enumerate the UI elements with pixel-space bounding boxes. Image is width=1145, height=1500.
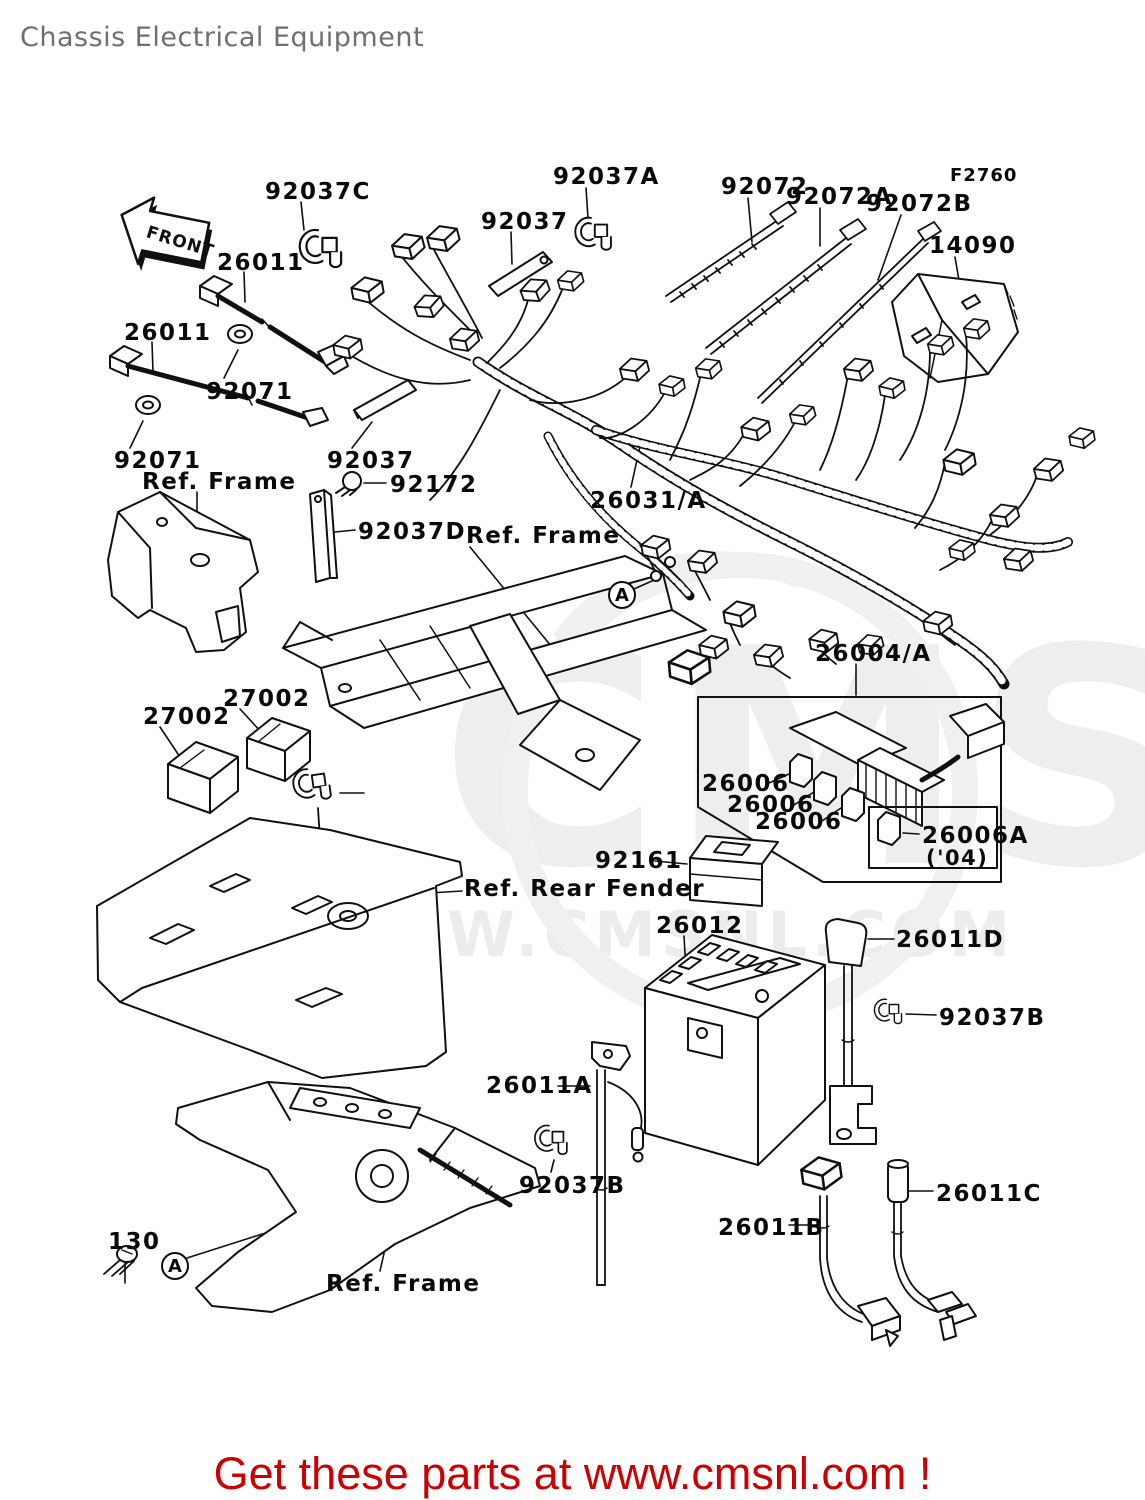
vent-hose-26011D-art <box>824 918 877 1145</box>
cable-ties-art <box>665 201 942 404</box>
part-label-92037d: 92037D <box>358 519 467 545</box>
detail-marker-a: A <box>608 581 636 609</box>
part-label-92037: 92037 <box>327 448 415 474</box>
part-label-26006: 26006 <box>727 792 815 818</box>
rear-fender-art <box>96 817 463 1079</box>
part-label-refframe: Ref. Frame <box>142 469 297 495</box>
part-label-26012: 26012 <box>656 913 744 939</box>
part-label-92161: 92161 <box>595 848 683 874</box>
part-label-92037a: 92037A <box>553 164 660 190</box>
main-harness-art <box>331 220 1097 690</box>
relay-27002-art <box>167 717 311 814</box>
part-label-26006: 26006 <box>755 809 843 835</box>
part-label-27002: 27002 <box>223 686 311 712</box>
part-label-f2760: F2760 <box>950 165 1018 186</box>
battery-lead-26011A-art <box>591 1041 644 1286</box>
part-label-refframe: Ref. Frame <box>326 1271 481 1297</box>
lead-26011B-art <box>798 1153 901 1347</box>
part-label-92072b: 92072B <box>866 191 973 217</box>
plate-92037-art <box>353 251 553 421</box>
front-arrow: FRONT <box>120 196 217 272</box>
part-label-130: 130 <box>108 1229 161 1255</box>
part-label-26011a: 26011A <box>486 1073 593 1099</box>
part-label-26011d: 26011D <box>896 927 1005 953</box>
bolt-92172-art <box>335 471 362 497</box>
part-label-92072a: 92072A <box>786 184 893 210</box>
part-label-26011c: 26011C <box>936 1181 1042 1207</box>
sub-harness-26011-lower-art <box>109 345 329 427</box>
part-label-92072: 92072 <box>721 174 809 200</box>
mid-frame-art <box>282 555 707 791</box>
part-label-92172: 92172 <box>390 472 478 498</box>
part-label-26011b: 26011B <box>718 1215 825 1241</box>
part-label-92037b: 92037B <box>939 1005 1046 1031</box>
page-title: Chassis Electrical Equipment <box>20 22 425 53</box>
part-label-92071: 92071 <box>206 379 294 405</box>
frame-bracket-art <box>107 491 259 653</box>
part-label-92037b: 92037B <box>519 1173 626 1199</box>
detail-marker-a: A <box>161 1252 189 1280</box>
part-label-04: ('04) <box>926 846 989 870</box>
strip-92037D-art <box>309 489 338 583</box>
part-label-27002: 27002 <box>143 704 231 730</box>
part-label-92037: 92037 <box>481 209 569 235</box>
part-label-92037c: 92037C <box>265 179 371 205</box>
part-label-26006: 26006 <box>702 771 790 797</box>
cover-14090-art <box>891 273 1019 383</box>
part-label-26004a: 26004/A <box>815 641 932 667</box>
part-label-14090: 14090 <box>929 233 1017 259</box>
footer-link-text[interactable]: Get these parts at www.cmsnl.com ! <box>213 1448 932 1499</box>
bolt-130-art <box>103 1245 138 1277</box>
part-label-refframe: Ref. Frame <box>466 523 621 549</box>
bottom-frame-art <box>175 1081 541 1313</box>
fuse-box-26004-art <box>697 696 1005 883</box>
junction-box-92161-art <box>689 835 779 907</box>
part-label-26006a: 26006A <box>922 823 1029 849</box>
battery-26012-art <box>644 934 826 1166</box>
part-label-92071: 92071 <box>114 448 202 474</box>
part-label-26011: 26011 <box>124 320 212 346</box>
sub-harness-26011-upper-art <box>199 275 349 375</box>
part-label-refrearfender: Ref. Rear Fender <box>464 876 706 902</box>
part-label-26031a: 26031/A <box>590 488 707 514</box>
part-label-26011: 26011 <box>217 250 305 276</box>
lead-26011C-art <box>887 1159 977 1341</box>
